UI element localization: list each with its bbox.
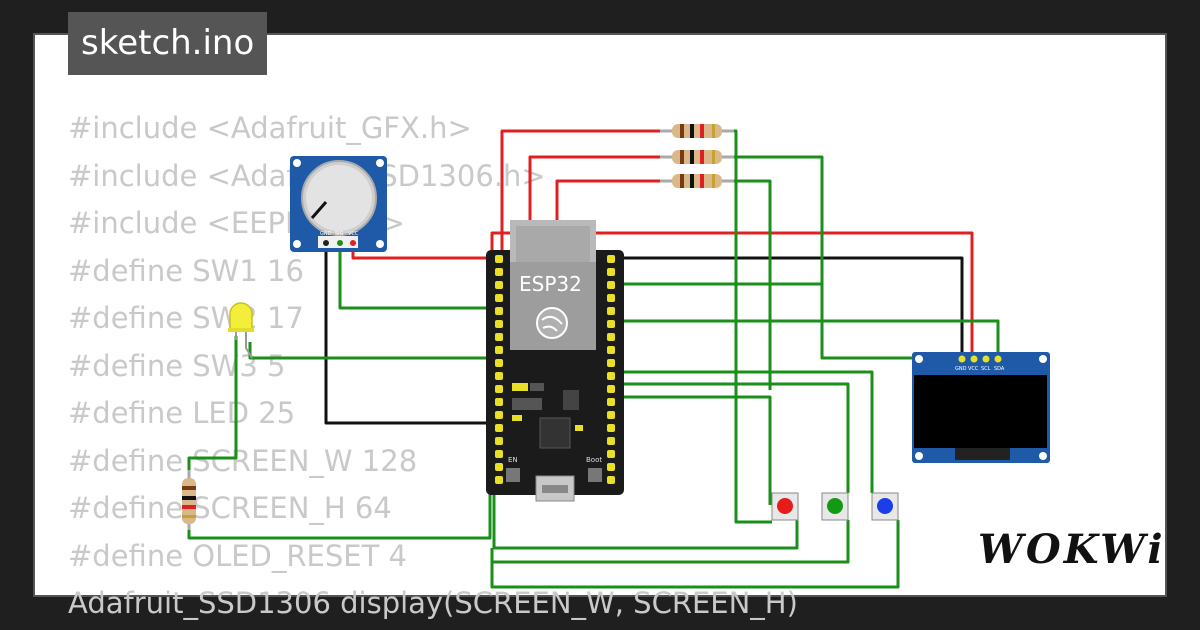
resistor-1[interactable] bbox=[660, 124, 734, 138]
resistor-2[interactable] bbox=[660, 150, 734, 164]
code-line: #include <Adafruit_GFX.h> bbox=[68, 111, 472, 145]
oled-pin-scl: SCL bbox=[981, 366, 991, 372]
en-label: EN bbox=[508, 456, 518, 464]
wire-green-r2-btn[interactable] bbox=[722, 155, 985, 360]
push-button-blue[interactable] bbox=[871, 492, 899, 521]
yellow-led[interactable] bbox=[228, 302, 254, 359]
wire-red-vcc[interactable] bbox=[351, 231, 974, 358]
wire-green-sw3[interactable] bbox=[615, 395, 772, 505]
wire-green-btn-red-gnd[interactable] bbox=[492, 460, 799, 550]
espressif-logo-icon bbox=[536, 307, 568, 339]
wire-green-led[interactable] bbox=[248, 342, 492, 360]
wire-green-btn-blue-gnd[interactable] bbox=[490, 520, 900, 589]
code-line: #define OLED_RESET 4 bbox=[68, 538, 407, 573]
wire-black-gnd-oled[interactable] bbox=[615, 256, 964, 358]
push-button-red[interactable] bbox=[771, 492, 799, 521]
boot-button[interactable] bbox=[588, 468, 602, 482]
wokwi-logo: WOKWi bbox=[978, 526, 1166, 573]
code-line: #define SCREEN_H 64 bbox=[68, 491, 392, 525]
wire-black-gnd-pot[interactable] bbox=[324, 248, 492, 425]
wire-green-pot-sig[interactable] bbox=[338, 248, 492, 310]
canvas-frame: #include <Adafruit_GFX.h>#include <Adafr… bbox=[33, 33, 1167, 620]
file-tab-label: sketch.ino bbox=[81, 23, 255, 63]
pot-pin-gnd: GND bbox=[320, 231, 332, 237]
code-line: Adafruit_SSD1306 display(SCREEN_W, SCREE… bbox=[68, 586, 798, 620]
code-line: #define SCREEN_W 128 bbox=[68, 443, 418, 478]
code-line: #define LED 25 bbox=[68, 396, 296, 430]
wire-green-r1-btn[interactable] bbox=[722, 129, 772, 524]
wire-green-resistor-gnd[interactable] bbox=[187, 440, 492, 540]
wires bbox=[187, 129, 1000, 589]
resistor-led[interactable] bbox=[182, 470, 196, 530]
resistor-3[interactable] bbox=[660, 174, 734, 188]
code-editor-background: #include <Adafruit_GFX.h>#include <Adafr… bbox=[68, 105, 798, 628]
code-line: #define SW1 16 bbox=[68, 253, 304, 288]
oled-pin-sda: SDA bbox=[994, 366, 1005, 372]
oled-pin-gnd: GND bbox=[955, 366, 967, 372]
wire-green-sw2[interactable] bbox=[615, 382, 850, 493]
wire-green-sw1[interactable] bbox=[615, 370, 874, 493]
knob-indicator-icon bbox=[310, 201, 328, 219]
esp32-label: ESP32 bbox=[519, 272, 582, 296]
file-tab[interactable]: sketch.ino bbox=[68, 12, 268, 75]
oled-display[interactable]: GND VCC SCL SDA bbox=[912, 352, 1050, 463]
boot-label: Boot bbox=[586, 456, 602, 464]
en-button[interactable] bbox=[506, 468, 520, 482]
wire-green-led-resistor[interactable] bbox=[187, 336, 238, 478]
wire-green-btn-green-gnd[interactable] bbox=[492, 520, 850, 564]
pot-pin-sig: SIG bbox=[335, 231, 344, 237]
push-button-green[interactable] bbox=[821, 492, 849, 521]
oled-screen bbox=[914, 375, 1047, 448]
esp32-board[interactable]: ESP32 EN Boot bbox=[486, 220, 624, 502]
potentiometer[interactable]: GND SIG VCC bbox=[290, 156, 387, 252]
pot-pin-vcc: VCC bbox=[348, 231, 359, 237]
oled-pin-vcc: VCC bbox=[968, 366, 979, 372]
wire-red-resistor1[interactable] bbox=[500, 129, 662, 270]
wire-green-sda[interactable] bbox=[615, 319, 1000, 358]
